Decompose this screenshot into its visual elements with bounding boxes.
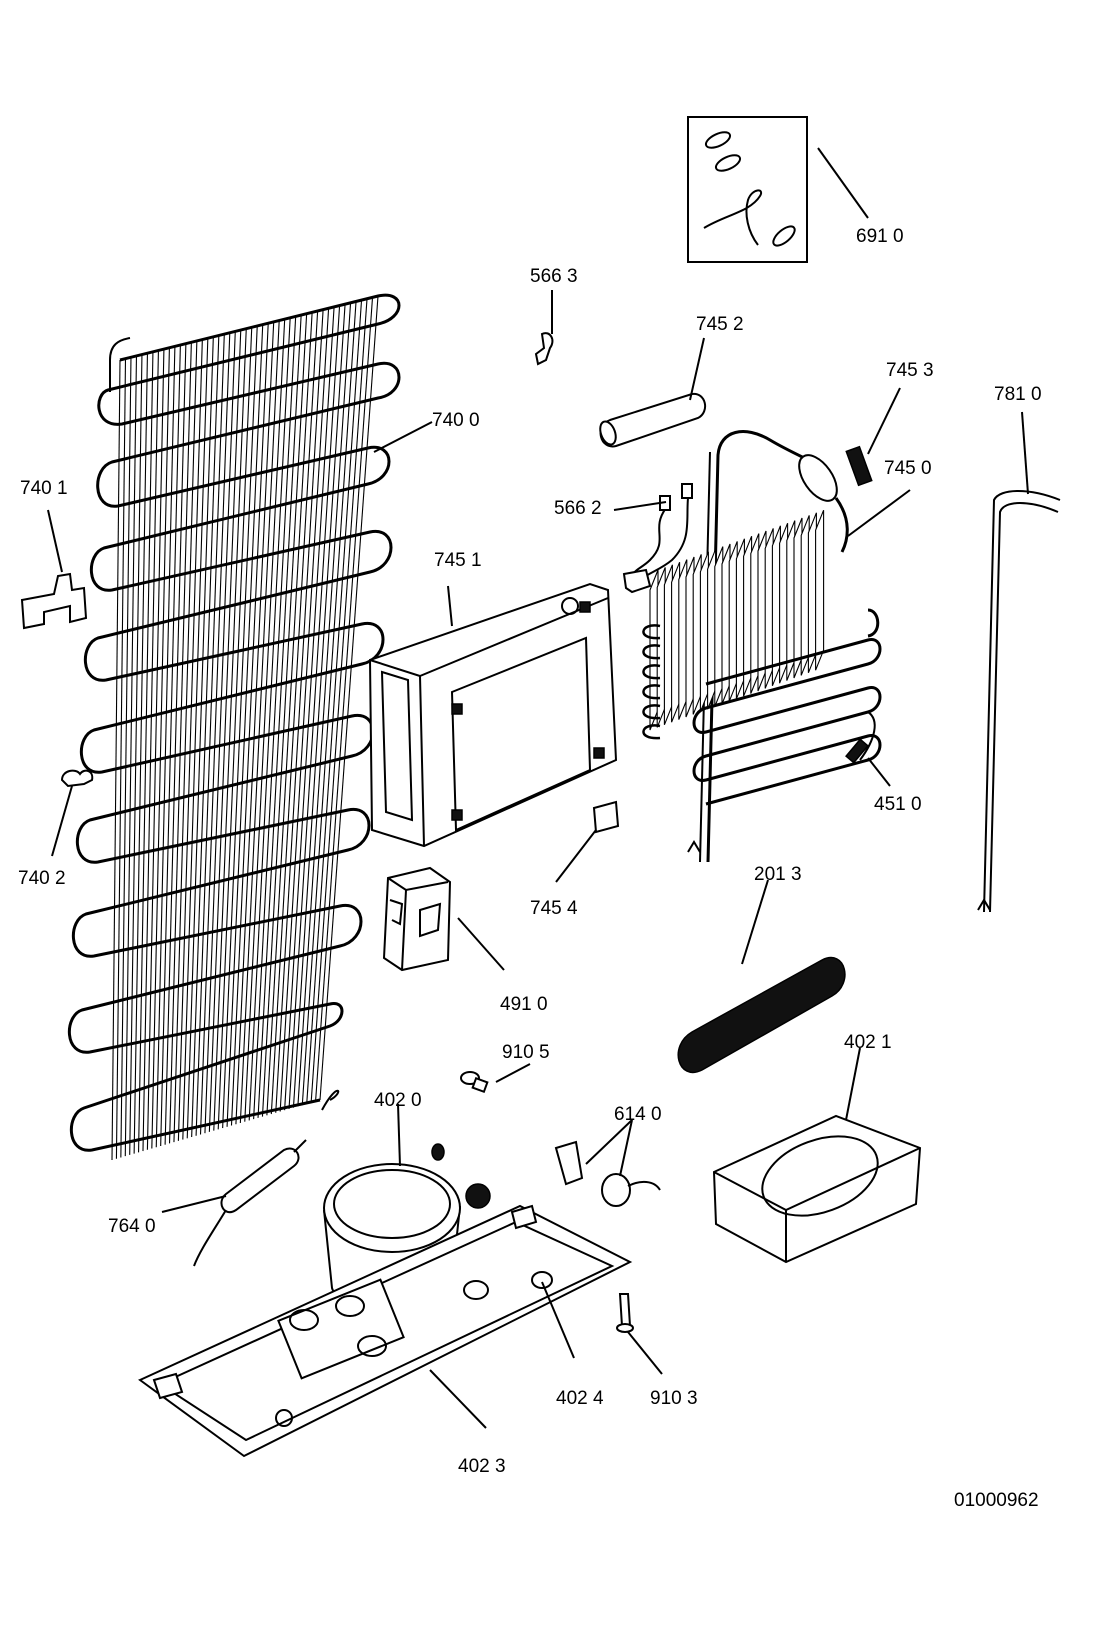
part-745-2-tube xyxy=(599,337,707,448)
part-740-2-clip xyxy=(51,769,94,857)
part-614-relay xyxy=(554,1119,661,1207)
part-691-kit-box xyxy=(687,116,869,263)
part-566-2-wiring xyxy=(613,483,693,594)
callout-764-0: 764 0 xyxy=(108,1216,156,1237)
callout-566-2: 566 2 xyxy=(554,498,602,519)
part-402-3-baseplate xyxy=(138,1204,633,1458)
callout-566-3: 566 3 xyxy=(530,266,578,287)
callout-201-3: 201 3 xyxy=(754,864,802,885)
callout-402-4: 402 4 xyxy=(556,1388,604,1409)
part-910-5-screw xyxy=(460,1063,531,1094)
callout-745-3: 745 3 xyxy=(886,360,934,381)
part-745-4-pad xyxy=(555,800,620,883)
callout-745-0: 745 0 xyxy=(884,458,932,479)
callout-451-0: 451 0 xyxy=(874,794,922,815)
callout-910-5: 910 5 xyxy=(502,1042,550,1063)
callout-745-4: 745 4 xyxy=(530,898,578,919)
callout-740-0: 740 0 xyxy=(432,410,480,431)
part-201-3-insulation xyxy=(677,879,846,1073)
part-451-tube xyxy=(845,738,891,787)
part-491-thermostat xyxy=(382,866,505,972)
callout-740-1: 740 1 xyxy=(20,478,68,499)
part-740-1-bracket xyxy=(20,509,88,630)
part-745-3-strip xyxy=(845,387,901,487)
part-566-3-clip xyxy=(534,290,554,366)
callout-402-3: 402 3 xyxy=(458,1456,506,1477)
part-745-1-cover xyxy=(368,582,618,848)
part-402-4-grommet xyxy=(541,1281,575,1359)
part-745-evaporator xyxy=(642,430,911,863)
part-910-3-screw xyxy=(616,1293,663,1375)
callout-910-3: 910 3 xyxy=(650,1388,698,1409)
callout-402-0: 402 0 xyxy=(374,1090,422,1111)
part-764-drier xyxy=(161,1139,307,1267)
drawing-number: 01000962 xyxy=(954,1490,1039,1511)
callout-781-0: 781 0 xyxy=(994,384,1042,405)
callout-614-0: 614 0 xyxy=(614,1104,662,1125)
callout-691-0: 691 0 xyxy=(856,226,904,247)
callout-402-1: 402 1 xyxy=(844,1032,892,1053)
callout-745-2: 745 2 xyxy=(696,314,744,335)
part-402-compressor xyxy=(323,1103,491,1305)
callout-491-0: 491 0 xyxy=(500,994,548,1015)
callout-745-1: 745 1 xyxy=(434,550,482,571)
part-781-drain-tube xyxy=(977,411,1061,913)
part-740-condenser xyxy=(68,293,433,1161)
callout-740-2: 740 2 xyxy=(18,868,66,889)
callout-labels: 691 0 566 3 745 2 745 3 781 0 740 0 740 … xyxy=(18,226,1042,1511)
part-402-1-tray xyxy=(712,1047,922,1264)
